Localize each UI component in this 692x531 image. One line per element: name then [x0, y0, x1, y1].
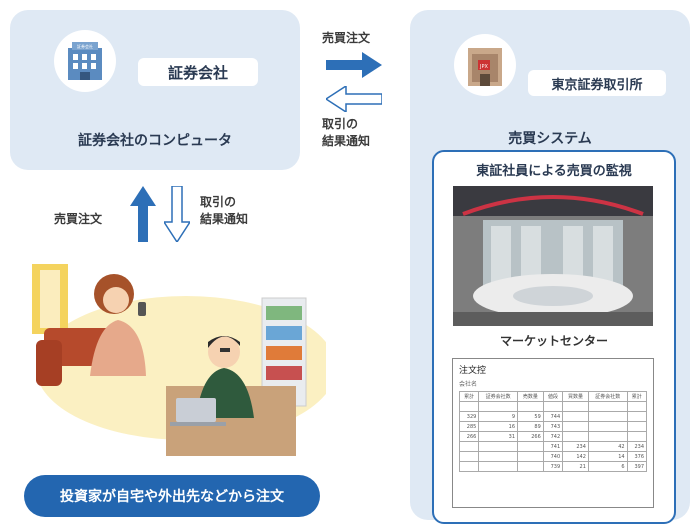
top-order-label: 売買注文 — [322, 31, 371, 45]
exchange-sign-text: JPX — [479, 64, 488, 70]
side-result-label-line2: 結果通知 — [200, 212, 249, 226]
monitoring-title: 東証社員による売買の監視 — [476, 164, 632, 179]
table-cell: 21 — [562, 461, 589, 472]
table-cell: 89 — [517, 421, 544, 432]
table-cell — [587, 411, 628, 422]
order-book-header-row: 累計証券会社数売数量値段買数量証券会社数累計 — [458, 391, 648, 402]
investor-illustration — [32, 264, 326, 456]
securities-building-icon: 証券会社 — [54, 30, 116, 92]
side-result-arrow-icon — [164, 186, 190, 242]
table-cell — [478, 441, 519, 452]
photo-caption: マーケットセンター — [499, 334, 608, 348]
side-result-label: 取引の 結果通知 — [200, 194, 248, 228]
table-cell — [517, 401, 544, 412]
table-cell — [478, 461, 519, 472]
table-cell: 234 — [562, 441, 589, 452]
order-book-header-cell: 値段 — [542, 391, 564, 402]
order-book-title: 注文控 — [459, 366, 487, 376]
table-cell — [626, 431, 648, 442]
table-cell — [517, 461, 544, 472]
table-cell — [517, 441, 544, 452]
table-row — [458, 401, 648, 412]
table-cell — [458, 461, 480, 472]
building-sign-text: 証券会社 — [77, 43, 93, 49]
securities-caption: 証券会社のコンピュータ — [78, 133, 232, 149]
table-cell — [562, 421, 589, 432]
table-cell: 744 — [542, 411, 564, 422]
table-cell — [587, 401, 628, 412]
table-cell — [458, 451, 480, 462]
table-cell — [517, 451, 544, 462]
top-result-arrow-icon — [326, 86, 382, 112]
order-book-header-cell: 証券会社数 — [587, 391, 628, 402]
securities-company-panel: 証券会社 証券会社 証券会社のコンピュータ — [10, 10, 300, 170]
table-cell — [478, 401, 519, 412]
table-cell: 266 — [517, 431, 544, 442]
table-cell — [562, 431, 589, 442]
table-cell: 6 — [587, 461, 628, 472]
order-book-company-label: 会社名 — [459, 381, 478, 388]
table-cell: 740 — [542, 451, 564, 462]
side-order-label: 売買注文 — [54, 212, 103, 226]
table-cell: 741 — [542, 441, 564, 452]
side-result-label-line1: 取引の — [200, 195, 237, 209]
table-cell: 142 — [562, 451, 589, 462]
exchange-caption: 売買システム — [508, 131, 592, 147]
order-book-header-cell: 売数量 — [517, 391, 544, 402]
side-order-arrow-icon — [130, 186, 156, 242]
top-result-label-line2: 結果通知 — [322, 134, 371, 148]
top-result-label-line1: 取引の — [322, 117, 359, 131]
table-cell — [542, 401, 564, 412]
top-result-label: 取引の 結果通知 — [322, 116, 370, 150]
top-order-arrow-icon — [326, 52, 382, 78]
table-cell: 14 — [587, 451, 628, 462]
table-cell: 9 — [478, 411, 519, 422]
table-cell: 742 — [542, 431, 564, 442]
table-cell: 397 — [626, 461, 648, 472]
table-cell — [587, 431, 628, 442]
table-cell — [626, 411, 648, 422]
securities-badge-label: 証券会社 — [167, 63, 228, 82]
exchange-building-icon: JPX — [454, 34, 516, 96]
table-cell: 739 — [542, 461, 564, 472]
exchange-badge-label: 東京証券取引所 — [551, 77, 643, 93]
order-book-header-cell: 買数量 — [562, 391, 589, 402]
table-cell: 31 — [478, 431, 519, 442]
table-cell: 743 — [542, 421, 564, 432]
table-cell — [562, 401, 589, 412]
table-cell: 376 — [626, 451, 648, 462]
investor-banner: 投資家が自宅や外出先などから注文 — [24, 475, 320, 517]
table-cell: 16 — [478, 421, 519, 432]
exchange-badge: 東京証券取引所 — [528, 70, 666, 96]
table-cell: 42 — [587, 441, 628, 452]
table-cell: 329 — [458, 411, 480, 422]
order-book-header-cell: 証券会社数 — [478, 391, 519, 402]
table-cell — [562, 411, 589, 422]
table-cell — [587, 421, 628, 432]
table-cell — [478, 451, 519, 462]
table-cell: 285 — [458, 421, 480, 432]
table-cell — [626, 401, 648, 412]
table-cell — [458, 401, 480, 412]
table-cell: 266 — [458, 431, 480, 442]
market-center-photo — [453, 186, 653, 326]
table-cell: 234 — [626, 441, 648, 452]
order-book-header-cell: 累計 — [458, 391, 480, 402]
monitoring-box: 東証社員による売買の監視 マーケットセンター 注文控 会社名 累計証券会社数売数… — [432, 150, 676, 524]
securities-badge: 証券会社 — [138, 58, 258, 86]
table-cell — [626, 421, 648, 432]
order-book-header-cell: 累計 — [626, 391, 648, 402]
table-cell — [458, 441, 480, 452]
table-cell: 59 — [517, 411, 544, 422]
